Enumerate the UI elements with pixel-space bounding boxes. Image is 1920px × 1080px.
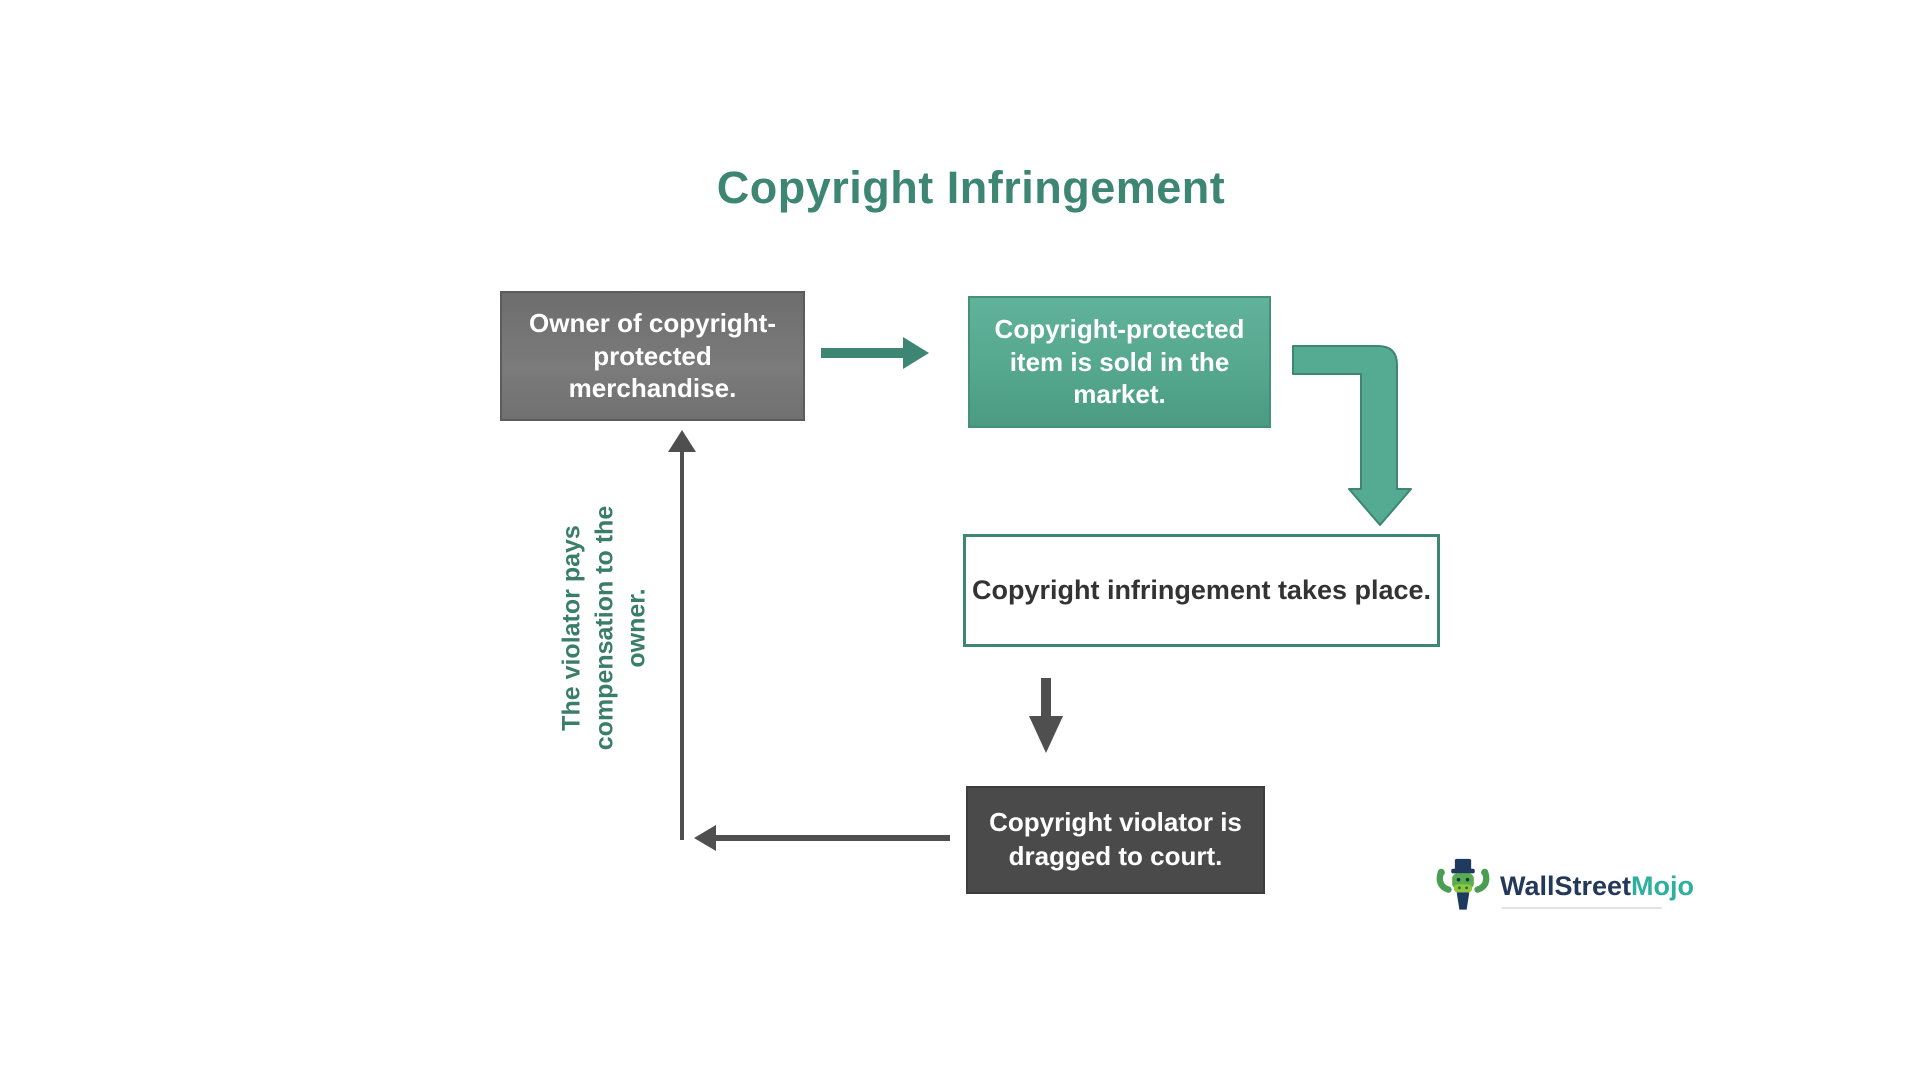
bull-logo-icon (1436, 858, 1490, 910)
node-item-sold-in-market: Copyright-protected item is sold in the … (968, 296, 1271, 428)
node-court-label: Copyright violator is dragged to court. (989, 807, 1242, 871)
node-owner-of-merchandise: Owner of copyright- protected merchandis… (500, 291, 805, 421)
wallstreetmojo-logo: WallStreetMojo (1434, 856, 1694, 916)
compensation-label: The violator pays compensation to the ow… (557, 505, 651, 751)
arrow-down-icon (1029, 678, 1063, 753)
node-infringement-takes-place: Copyright infringement takes place. (963, 534, 1440, 647)
arrow-left-icon (694, 825, 950, 851)
node-owner-label: Owner of copyright- protected merchandis… (529, 307, 776, 404)
logo-text: WallStreetMojo (1500, 871, 1694, 902)
logo-mojo-text: Mojo (1631, 870, 1695, 901)
logo-wallstreet-text: WallStreet (1500, 870, 1632, 901)
logo-underline (1502, 907, 1662, 909)
elbow-arrow-down-icon (1292, 345, 1412, 526)
arrow-up-icon (668, 430, 696, 840)
node-violator-dragged-to-court: Copyright violator is dragged to court. (966, 786, 1265, 894)
arrow-right-icon (821, 337, 929, 369)
node-infringement-label: Copyright infringement takes place. (971, 575, 1432, 605)
page-title: Copyright Infringement (716, 162, 1226, 213)
node-sold-label: Copyright-protected item is sold in the … (994, 313, 1245, 410)
